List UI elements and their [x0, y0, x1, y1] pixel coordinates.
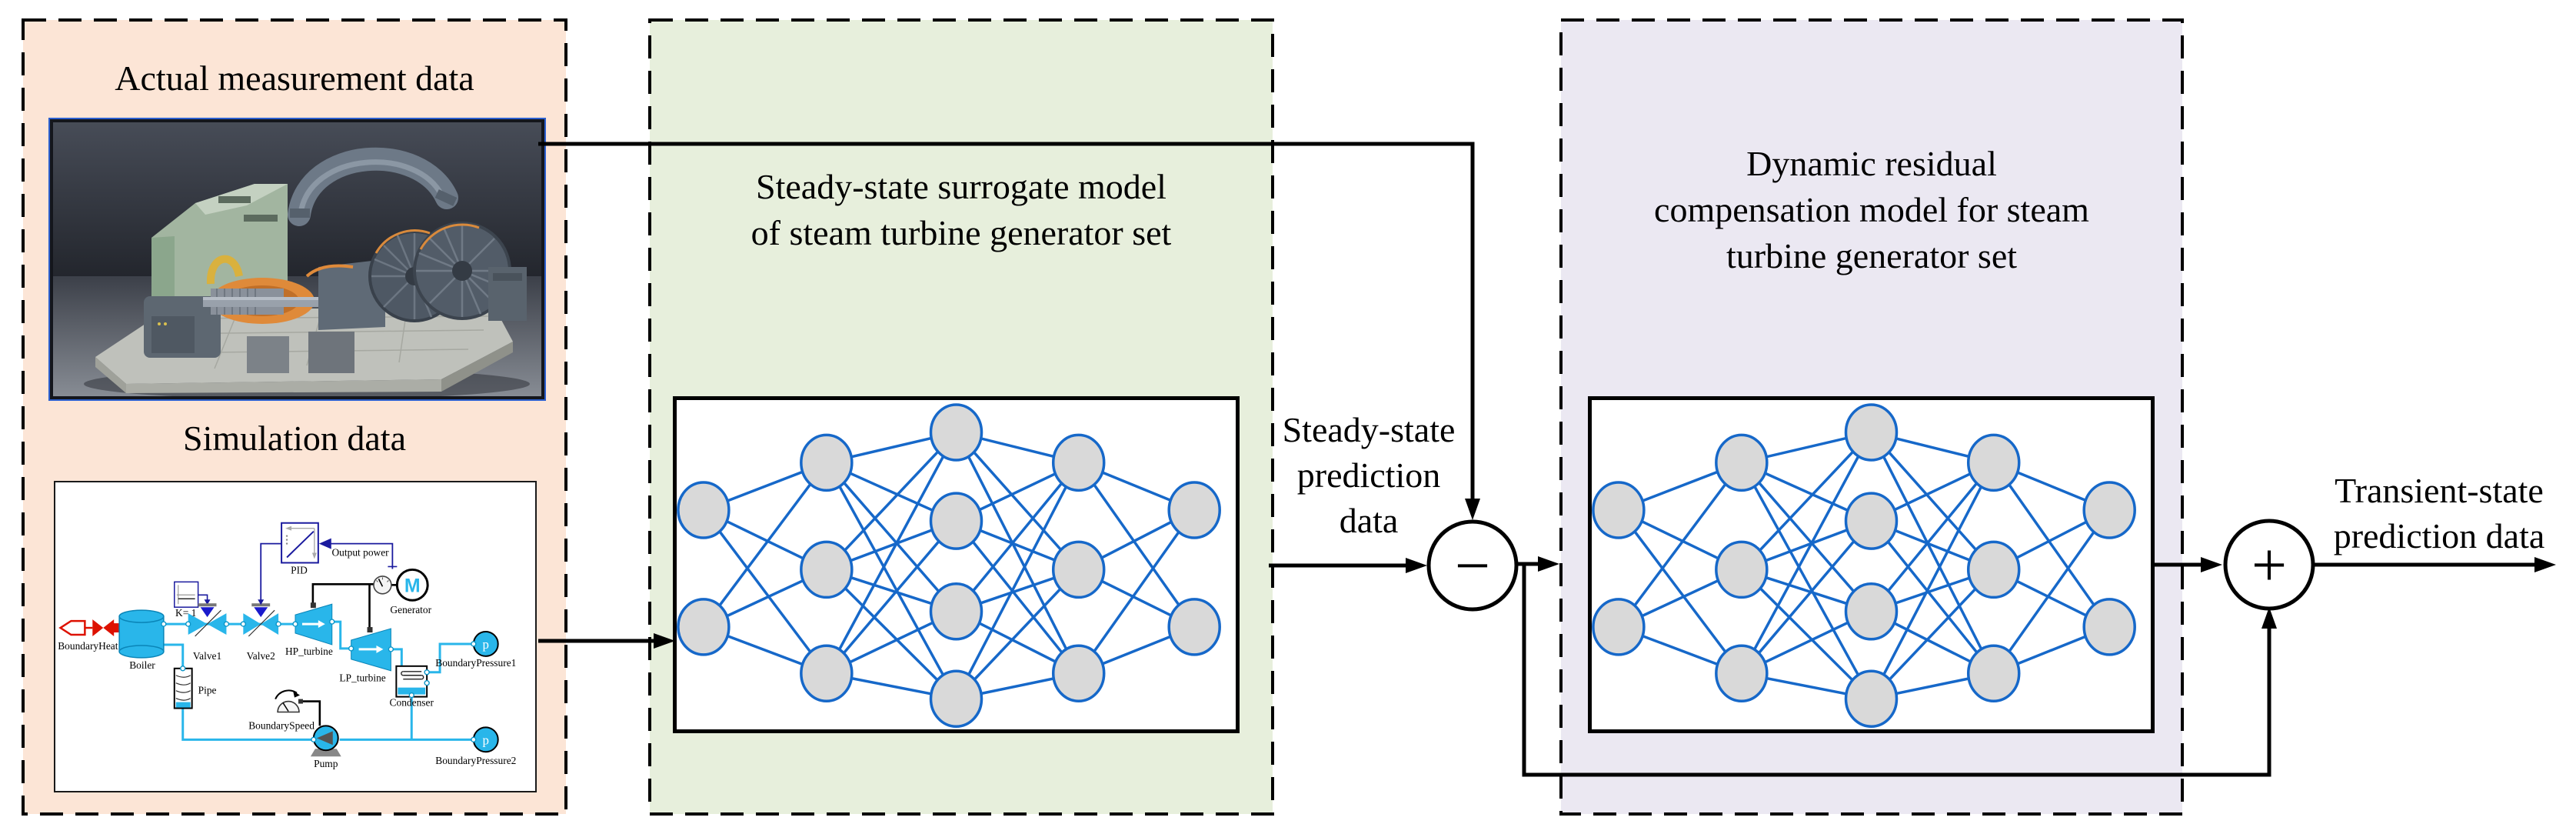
- actual-measurement-label: Actual measurement data: [115, 58, 474, 98]
- lp-turbine-label: LP_turbine: [339, 672, 385, 684]
- k1-label: K= 1: [175, 607, 196, 619]
- dynamic-nn-art: [1592, 403, 2136, 728]
- dynamic-model-title-line2: compensation model for steam: [1654, 190, 2089, 229]
- pressure2-p-glyph: p: [483, 732, 489, 747]
- simulation-schematic: M p p: [54, 481, 537, 792]
- pump-label: Pump: [314, 758, 338, 769]
- pid-label: PID: [291, 564, 308, 575]
- boiler-label: Boiler: [129, 659, 155, 671]
- pipe-label: Pipe: [198, 685, 217, 696]
- transient-prediction-line2: prediction data: [2333, 516, 2545, 555]
- boundarypressure1-label: BoundaryPressure1: [435, 657, 516, 669]
- steady-prediction-label: Steady-state prediction data: [1250, 407, 1488, 543]
- hp-turbine-label: HP_turbine: [285, 646, 333, 657]
- simulation-schematic-art: M p p: [58, 522, 516, 769]
- valve2-label: Valve2: [247, 650, 275, 662]
- valve1-label: Valve1: [193, 650, 221, 662]
- dynamic-model-title: Dynamic residual compensation model for …: [1561, 141, 2182, 279]
- steady-model-title: Steady-state surrogate model of steam tu…: [650, 164, 1273, 256]
- dynamic-model-title-line1: Dynamic residual: [1746, 144, 1997, 183]
- boundaryspeed-label: BoundarySpeed: [248, 719, 315, 731]
- steady-prediction-line3: data: [1339, 501, 1399, 540]
- steady-nn-figure: [673, 396, 1240, 733]
- transient-prediction-line1: Transient-state: [2335, 471, 2544, 510]
- steady-prediction-line1: Steady-state: [1282, 410, 1456, 449]
- turbine-photo: [48, 118, 546, 401]
- turbine-photo-art: [53, 122, 541, 396]
- transient-prediction-label: Transient-state prediction data: [2307, 468, 2571, 559]
- output-power-label: Output power: [331, 547, 389, 559]
- steady-nn-art: [677, 403, 1221, 728]
- dynamic-nn-figure: [1588, 396, 2155, 733]
- dynamic-model-title-line3: turbine generator set: [1726, 236, 2018, 275]
- steady-model-title-line2: of steam turbine generator set: [751, 213, 1172, 252]
- boundaryheat-label: BoundaryHeat: [58, 640, 118, 652]
- simulation-data-label: Simulation data: [182, 419, 406, 458]
- generator-m-glyph: M: [404, 575, 421, 596]
- steady-model-title-line1: Steady-state surrogate model: [756, 167, 1167, 206]
- condenser-label: Condenser: [390, 697, 434, 709]
- boundarypressure2-label: BoundaryPressure2: [435, 755, 516, 766]
- pressure1-p-glyph: p: [483, 637, 489, 652]
- generator-label: Generator: [390, 604, 431, 615]
- steady-prediction-line2: prediction: [1296, 455, 1441, 495]
